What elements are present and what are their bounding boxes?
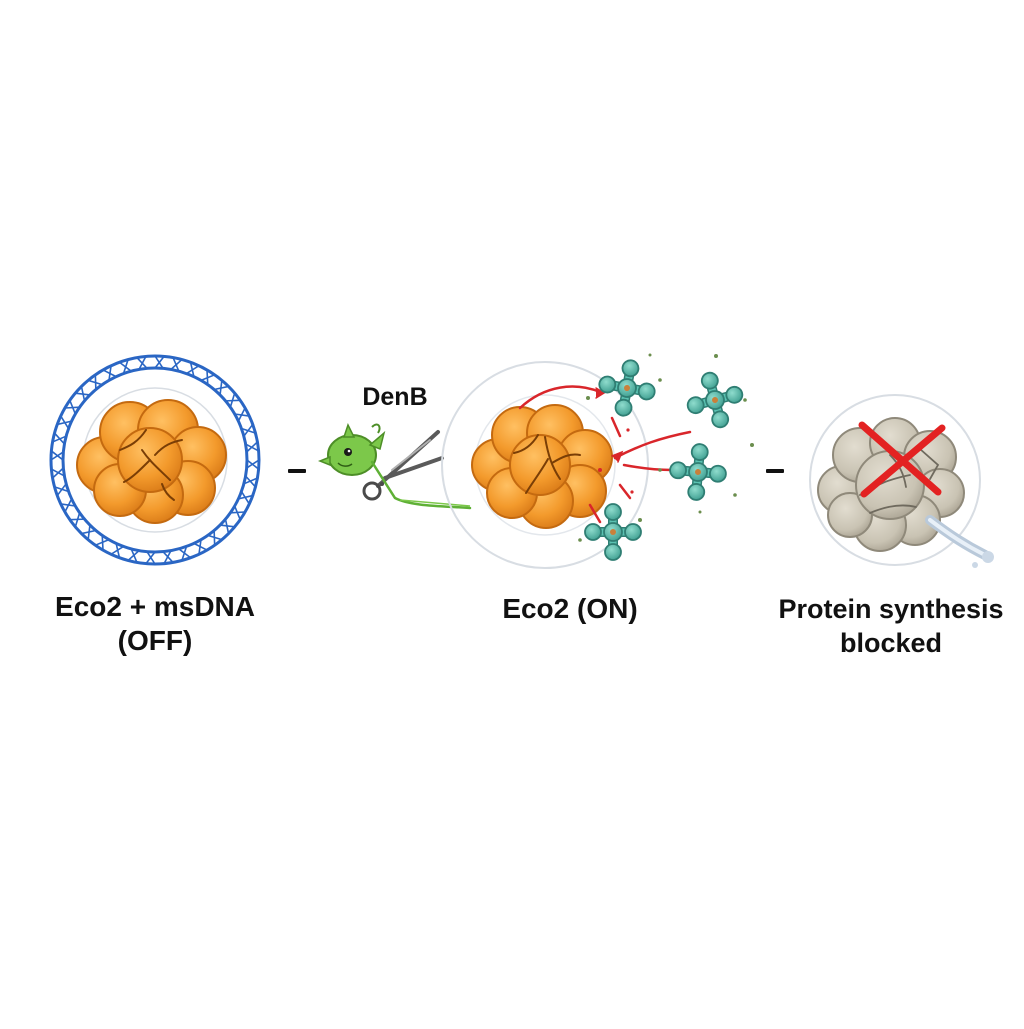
- toxin-molecules: [584, 359, 744, 561]
- helix-strand: [207, 534, 223, 541]
- toxin-molecule-icon: [669, 443, 727, 501]
- helix-strand: [52, 435, 67, 443]
- helix-strand: [74, 512, 81, 528]
- helix-strand: [219, 380, 223, 396]
- denb-creature-icon: [317, 423, 386, 476]
- helix-strand: [243, 477, 258, 485]
- helix-strand: [230, 511, 246, 514]
- mrna-strand-icon: [925, 515, 994, 568]
- helix-strand: [237, 407, 246, 422]
- helix-strand: [189, 362, 195, 377]
- debris-dots: [578, 353, 754, 542]
- helix-strand: [229, 392, 236, 408]
- helix-strand: [130, 548, 138, 563]
- helix-strand: [118, 361, 132, 372]
- ribosome-halo: [809, 394, 981, 566]
- helix-strand: [56, 483, 67, 497]
- helix-strand: [238, 494, 253, 500]
- release-arrows: [518, 385, 692, 524]
- toxin-molecule-icon: [584, 503, 642, 561]
- helix-strand: [87, 524, 91, 540]
- helix-strand: [146, 551, 156, 565]
- helix-strand: [115, 543, 121, 558]
- helix-strand: [50, 451, 64, 461]
- label-line: DenB: [362, 383, 428, 411]
- helix-strand: [243, 423, 254, 437]
- eco2-protein-icon: [471, 404, 613, 529]
- label-line: Eco2 + msDNA: [55, 591, 255, 622]
- helix-strand: [206, 369, 209, 385]
- label-eco2-msdna-off: Eco2 + msDNA (OFF): [20, 590, 290, 658]
- helix-strand: [52, 467, 64, 479]
- helix-strand: [154, 355, 164, 369]
- helix-strand: [57, 420, 72, 426]
- helix-strand: [172, 357, 180, 372]
- label-denb: DenB: [340, 380, 450, 414]
- connector-dash: [288, 469, 306, 473]
- helix-strand: [162, 551, 174, 563]
- eco2-protein-icon: [76, 399, 227, 524]
- helix-strand: [193, 542, 208, 551]
- label-line: Protein synthesis: [778, 594, 1004, 624]
- toxin-molecule-icon: [686, 371, 744, 429]
- helix-strand: [219, 524, 235, 528]
- helix-strand: [136, 357, 148, 369]
- helix-strand: [87, 379, 103, 386]
- helix-strand: [75, 392, 91, 396]
- connector-dash: [766, 469, 784, 473]
- scissors-icon: [362, 430, 472, 510]
- helix-strand: [64, 498, 73, 513]
- label-line: (OFF): [117, 625, 193, 656]
- helix-strand: [178, 548, 192, 559]
- label-line: Eco2 (ON): [502, 593, 638, 624]
- label-eco2-on: Eco2 (ON): [455, 592, 685, 626]
- label-line: blocked: [839, 628, 943, 658]
- label-protein-synthesis-blocked: Protein synthesis blocked: [760, 592, 1022, 660]
- toxin-molecule-icon: [598, 359, 656, 417]
- helix-strand: [64, 406, 80, 409]
- helix-strand: [101, 535, 104, 551]
- msdna-ring-icon: [49, 354, 261, 566]
- helix-strand: [102, 369, 117, 378]
- helix-strand: [246, 441, 258, 453]
- red-cross-icon: [858, 421, 946, 498]
- helix-strand: [246, 459, 260, 469]
